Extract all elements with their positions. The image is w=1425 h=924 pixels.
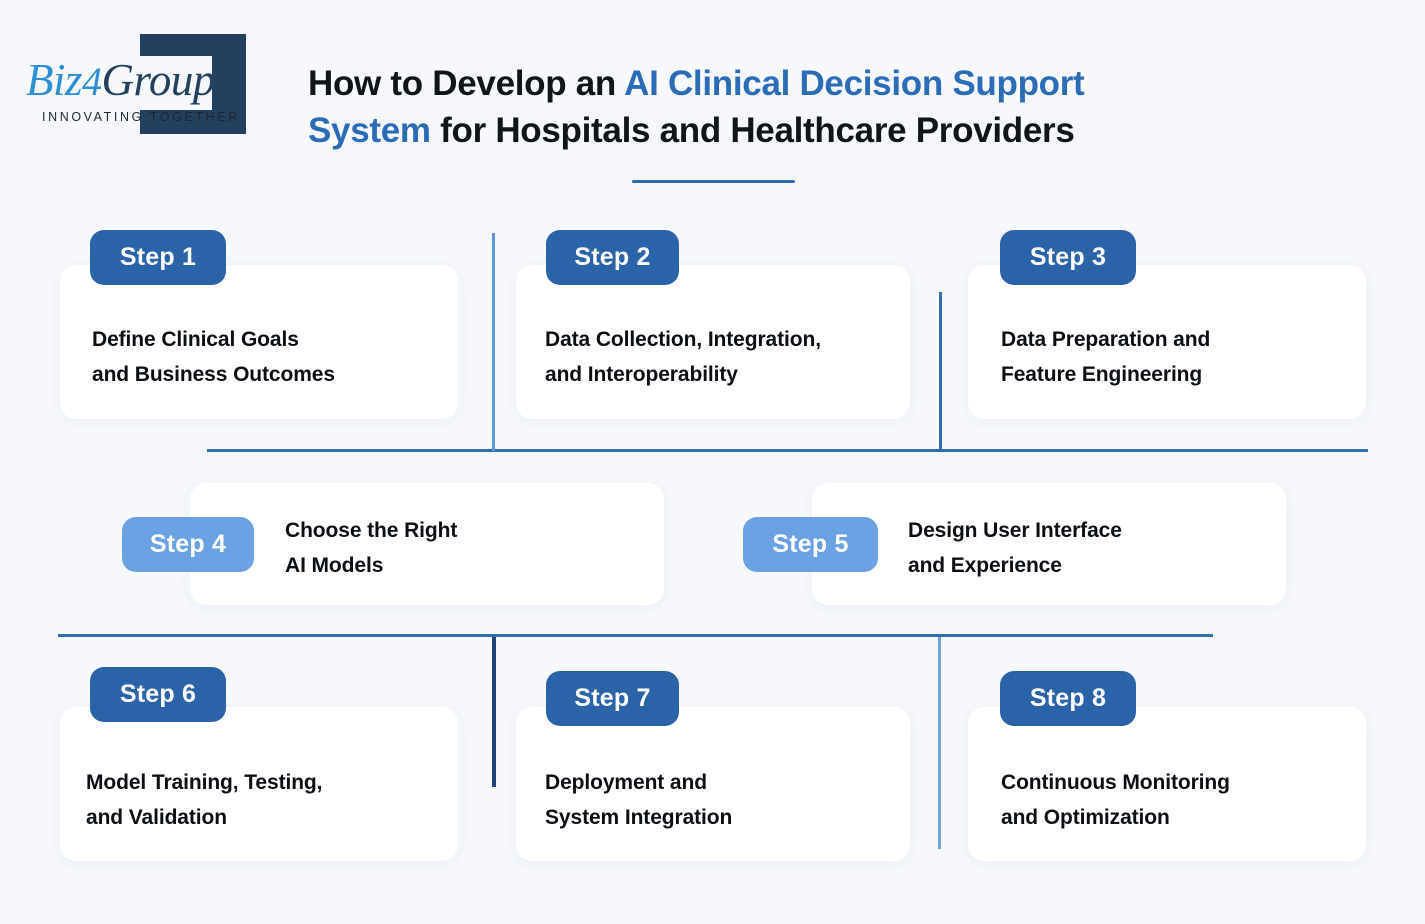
page-title-tail: for Hospitals and Healthcare Providers — [430, 111, 1075, 150]
brand-name-four: 4 — [82, 59, 102, 104]
step-badge-4[interactable]: Step 4 — [122, 517, 254, 572]
connector-vertical-step7 — [492, 637, 496, 787]
step-badge-1[interactable]: Step 1 — [90, 230, 226, 285]
step-card-3[interactable] — [968, 265, 1366, 419]
step-card-7[interactable] — [516, 707, 910, 861]
step-badge-5[interactable]: Step 5 — [743, 517, 878, 572]
brand-tagline: INNOVATING TOGETHER — [42, 110, 240, 124]
step-card-8[interactable] — [968, 707, 1366, 861]
step-card-6-text: Model Training, Testing, and Validation — [86, 771, 323, 829]
connector-vertical-step2 — [492, 233, 495, 451]
connector-vertical-step8 — [938, 637, 941, 849]
step-badge-8[interactable]: Step 8 — [1000, 671, 1136, 726]
step-card-3-text: Data Preparation and Feature Engineering — [1001, 328, 1211, 386]
step-card-7-text: Deployment and System Integration — [545, 771, 733, 829]
connector-vertical-step3 — [939, 292, 942, 451]
step-badge-7[interactable]: Step 7 — [546, 671, 679, 726]
step-badge-6[interactable]: Step 6 — [90, 667, 226, 722]
step-card-8-text: Continuous Monitoring and Optimization — [1001, 771, 1230, 829]
step-card-1[interactable] — [60, 265, 458, 419]
brand-name-biz: Biz — [26, 55, 83, 105]
title-underline — [632, 180, 795, 183]
step-card-5-text: Design User Interface and Experience — [908, 519, 1122, 577]
step-card-4-text: Choose the Right AI Models — [285, 519, 458, 577]
connector-horizontal-bottom — [58, 634, 1213, 637]
page-title-lead: How to Develop an — [308, 64, 625, 103]
step-card-5[interactable] — [812, 483, 1286, 605]
step-badge-3[interactable]: Step 3 — [1000, 230, 1136, 285]
step-card-6[interactable] — [60, 707, 458, 861]
page-title-accent: AI Clinical Decision Support System — [308, 64, 1085, 150]
step-card-4[interactable] — [190, 483, 664, 605]
step-card-2[interactable] — [516, 265, 910, 419]
step-badge-2[interactable]: Step 2 — [546, 230, 679, 285]
step-card-2-text: Data Collection, Integration, and Intero… — [545, 328, 821, 386]
bracket-logo-icon — [140, 34, 246, 134]
step-card-1-text: Define Clinical Goals and Business Outco… — [92, 328, 335, 386]
brand-wordmark: Biz4Group — [26, 54, 215, 106]
page-title: How to Develop an AI Clinical Decision S… — [308, 60, 1138, 154]
brand-name-group: Group — [101, 55, 216, 105]
brand-logo[interactable]: Biz4Group INNOVATING TOGETHER — [22, 26, 262, 138]
connector-horizontal-top — [207, 449, 1368, 452]
